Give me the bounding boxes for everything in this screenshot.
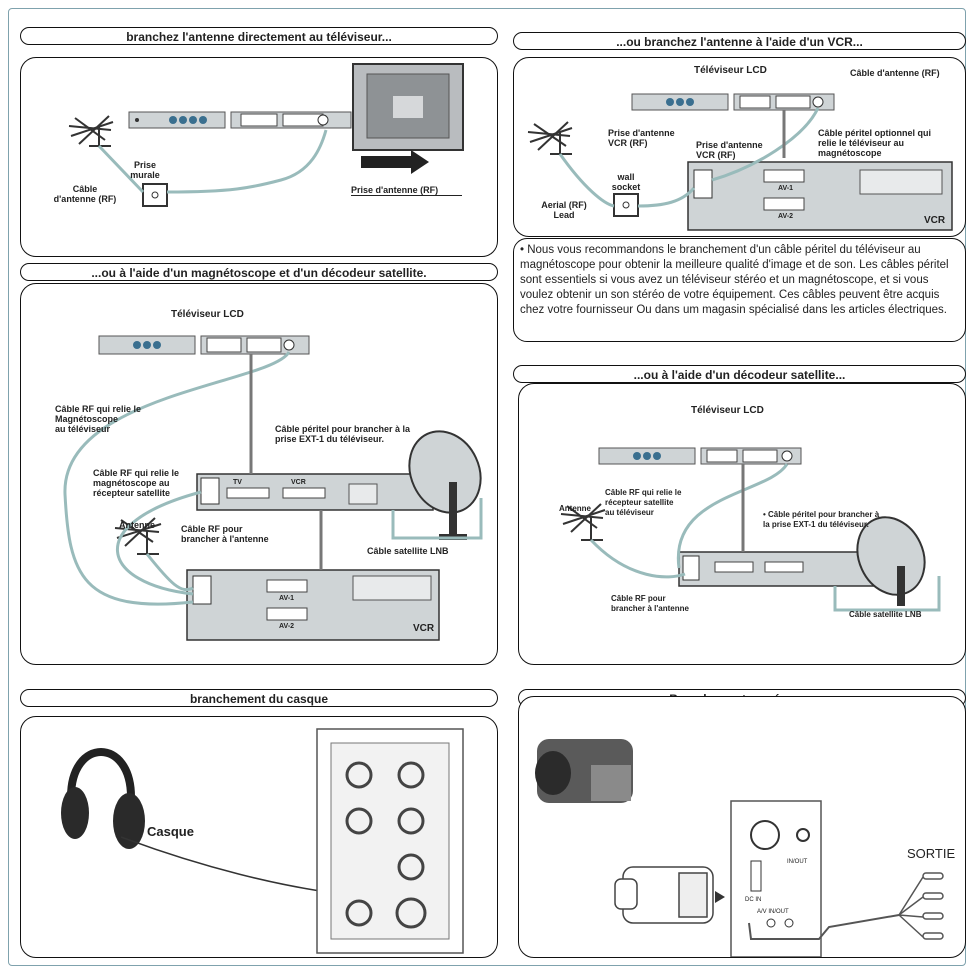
rca-plugs-icon (923, 873, 943, 939)
label-antenne: Antenne (559, 504, 591, 514)
note-text: • Nous vous recommandons le branchement … (520, 243, 960, 318)
label-casque: Casque (147, 825, 194, 839)
label-antenne: Antenne (119, 520, 155, 530)
panel-vcr: Téléviseur LCD Câble d'antenne (RF) Pris… (513, 57, 966, 237)
panel-vcr-sat: Téléviseur LCD Câble RF qui relie le Mag… (20, 283, 498, 665)
panel-direct: Prise murale Câble d'antenne (RF) Prise … (20, 57, 498, 257)
diagram-camcorder (519, 697, 966, 958)
label-rf-vcr-sat: Câble RF qui relie le magnétoscope au ré… (93, 468, 179, 498)
label-cable-rf: Câble d'antenne (RF) (45, 184, 125, 204)
panel-sat: Téléviseur LCD Câble RF qui relie le réc… (518, 383, 966, 665)
label-vcr: VCR (413, 624, 434, 634)
label-tv: TV (233, 478, 242, 488)
label-prise-rf: Prise d'antenne (RF) (351, 185, 462, 196)
av-panel-icon (317, 729, 463, 953)
label-peritel-ext1: • Câble péritel pour brancher à la prise… (763, 510, 879, 530)
panel-headphone: Casque (20, 716, 498, 958)
label-dc-in: DC IN (745, 895, 761, 905)
antenna-icon (69, 116, 113, 146)
header-sat: ...ou à l'aide d'un décodeur satellite..… (513, 365, 966, 383)
panel-camcorder: SORTIE IN/OUT DC IN A/V IN/OUT (518, 696, 966, 958)
label-lnb: Câble satellite LNB (849, 610, 921, 620)
label-lnb: Câble satellite LNB (367, 546, 449, 556)
label-prise-murale: Prise murale (125, 160, 165, 180)
label-in-out: IN/OUT (787, 857, 807, 867)
label-av1: AV-1 (778, 184, 793, 194)
label-aerial: Aerial (RF) Lead (534, 200, 594, 220)
header-vcr-sat: ...ou à l'aide d'un magnétoscope et d'un… (20, 263, 498, 281)
note-box: • Nous vous recommandons le branchement … (513, 238, 966, 342)
label-vcr-small: VCR (291, 478, 306, 488)
vcr-sat-tv-title: Téléviseur LCD (171, 310, 244, 320)
label-av1: AV-1 (279, 594, 294, 604)
diagram-sat (519, 384, 966, 665)
diagram-headphone (21, 717, 498, 958)
antenna-icon (528, 122, 572, 154)
header-headphone: branchement du casque (20, 689, 498, 707)
label-peritel-ext1: Câble péritel pour brancher à la prise E… (275, 424, 410, 444)
headphones-icon (61, 752, 145, 849)
label-av2: AV-2 (279, 622, 294, 632)
label-prise-vcr-left: Prise d'antenne VCR (RF) (608, 128, 675, 148)
header-vcr: ...ou branchez l'antenne à l'aide d'un V… (513, 32, 966, 50)
label-av2: AV-2 (778, 212, 793, 222)
camcorder-outline-icon (615, 867, 713, 923)
sat-tv-title: Téléviseur LCD (691, 406, 764, 416)
diagram-direct (21, 58, 498, 257)
label-peritel: Câble péritel optionnel qui relie le tél… (818, 128, 931, 158)
header-direct: branchez l'antenne directement au télévi… (20, 27, 498, 45)
label-rf-sat: Câble RF qui relie le récepteur satellit… (605, 488, 681, 518)
label-av-in-out: A/V IN/OUT (757, 907, 789, 917)
vcr-tv-title: Téléviseur LCD (694, 66, 767, 76)
label-wall-socket: wall socket (606, 172, 646, 192)
label-rf-antenne: Câble RF pour brancher à l'antenne (611, 594, 689, 614)
label-cable-rf: Câble d'antenne (RF) (850, 68, 940, 78)
label-rf-vcr-tv: Câble RF qui relie le Magnétoscope au té… (55, 404, 141, 434)
label-sortie: SORTIE (907, 847, 955, 861)
label-rf-antenne: Câble RF pour brancher à l'antenne (181, 524, 269, 544)
label-vcr: VCR (924, 216, 945, 226)
label-prise-vcr-mid: Prise d'antenne VCR (RF) (696, 140, 763, 160)
camcorder-photo-icon (535, 739, 633, 803)
